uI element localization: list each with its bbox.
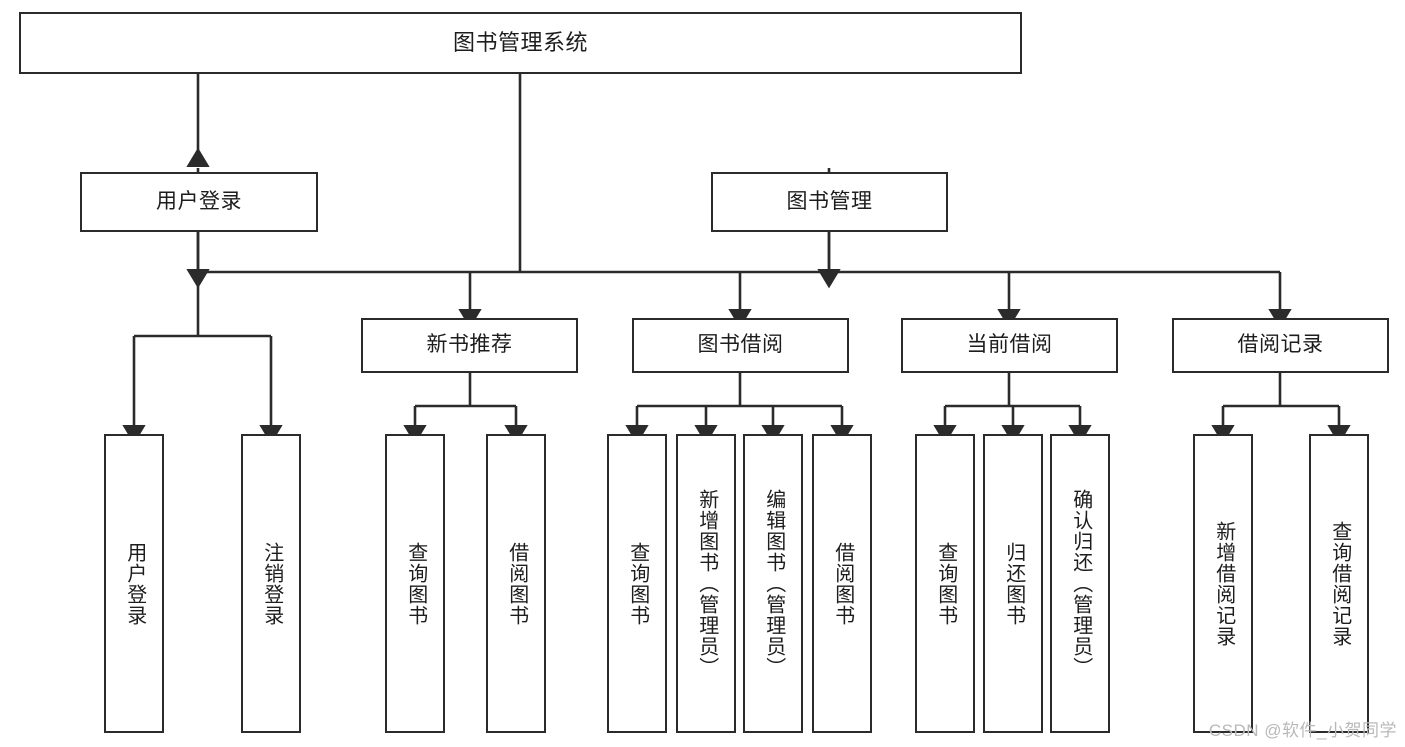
node-user-login[interactable]: 用户登录 [80, 172, 318, 232]
leaf-current-confirm-return[interactable]: 确认归还（管理员） [1050, 434, 1110, 733]
leaf-borrow-add-book[interactable]: 新增图书（管理员） [676, 434, 736, 733]
leaf-newbook-query[interactable]: 查询图书 [385, 434, 445, 733]
leaf-newbook-borrow[interactable]: 借阅图书 [486, 434, 546, 733]
watermark: CSDN @软件_小贺同学 [1208, 721, 1397, 740]
node-root[interactable]: 图书管理系统 [19, 12, 1022, 74]
leaf-borrow-query[interactable]: 查询图书 [607, 434, 667, 733]
node-borrow-record[interactable]: 借阅记录 [1172, 318, 1389, 373]
leaf-record-query[interactable]: 查询借阅记录 [1309, 434, 1369, 733]
leaf-current-confirm-return-label: 确认归还（管理员） [1069, 489, 1092, 678]
leaf-record-add[interactable]: 新增借阅记录 [1193, 434, 1253, 733]
node-book-management-label: 图书管理 [786, 189, 873, 213]
node-user-login-label: 用户登录 [156, 189, 242, 213]
leaf-borrow-borrow-book[interactable]: 借阅图书 [812, 434, 872, 733]
leaf-borrow-edit-book-label: 编辑图书（管理员） [762, 489, 785, 678]
leaf-current-query[interactable]: 查询图书 [915, 434, 975, 733]
node-root-label: 图书管理系统 [452, 30, 588, 56]
leaf-record-add-label: 新增借阅记录 [1212, 520, 1235, 647]
leaf-record-query-label: 查询借阅记录 [1328, 520, 1351, 647]
leaf-user-logout[interactable]: 注销登录 [241, 434, 301, 733]
leaf-user-logout-label: 注销登录 [260, 541, 283, 626]
node-borrow-record-label: 借阅记录 [1237, 333, 1324, 357]
leaf-user-login-label: 用户登录 [123, 541, 146, 626]
leaf-newbook-borrow-label: 借阅图书 [505, 541, 528, 626]
leaf-current-return-label: 归还图书 [1002, 541, 1025, 626]
node-book-borrow-label: 图书借阅 [697, 333, 784, 357]
leaf-borrow-query-label: 查询图书 [626, 541, 649, 626]
leaf-current-return[interactable]: 归还图书 [983, 434, 1043, 733]
node-book-borrow[interactable]: 图书借阅 [632, 318, 849, 373]
node-current-borrow[interactable]: 当前借阅 [901, 318, 1118, 373]
node-new-book-recommend-label: 新书推荐 [426, 333, 513, 357]
leaf-borrow-add-book-label: 新增图书（管理员） [695, 489, 718, 678]
leaf-newbook-query-label: 查询图书 [404, 541, 427, 626]
leaf-user-login[interactable]: 用户登录 [104, 434, 164, 733]
leaf-current-query-label: 查询图书 [934, 541, 957, 626]
node-book-management[interactable]: 图书管理 [711, 172, 948, 232]
leaf-borrow-borrow-book-label: 借阅图书 [831, 541, 854, 626]
leaf-borrow-edit-book[interactable]: 编辑图书（管理员） [743, 434, 803, 733]
node-new-book-recommend[interactable]: 新书推荐 [361, 318, 578, 373]
node-current-borrow-label: 当前借阅 [966, 333, 1053, 357]
